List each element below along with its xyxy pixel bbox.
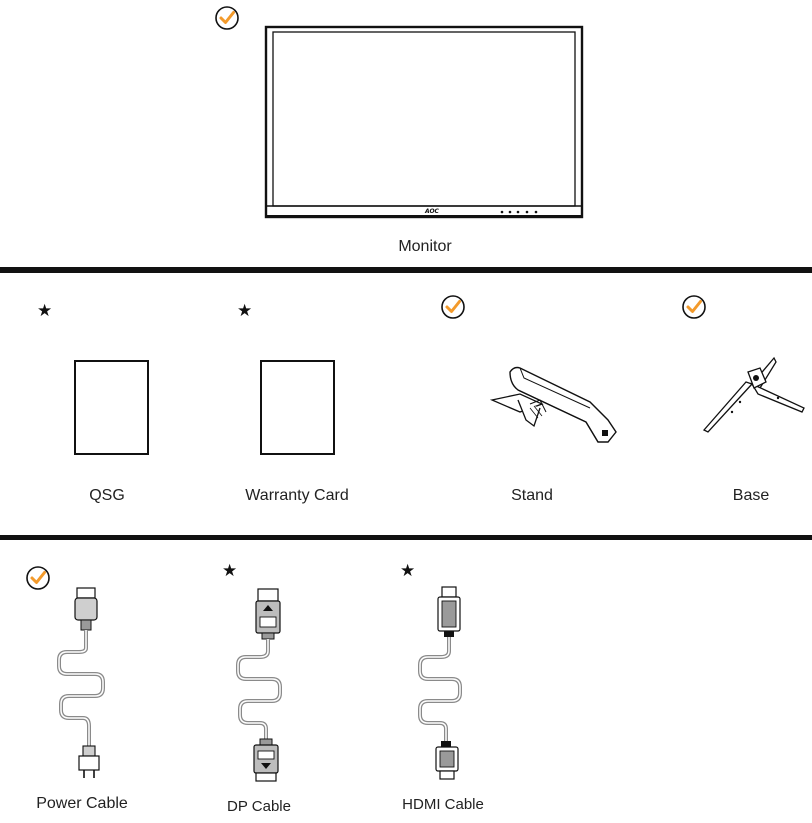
warranty-card-illustration bbox=[260, 360, 335, 455]
check-circle-icon bbox=[441, 295, 465, 319]
base-illustration bbox=[702, 356, 805, 433]
qsg-document-illustration bbox=[74, 360, 149, 455]
check-circle-icon bbox=[26, 566, 50, 590]
check-circle-icon bbox=[215, 6, 239, 30]
star-icon: ★ bbox=[400, 561, 416, 580]
check-circle-icon bbox=[682, 295, 706, 319]
section-divider-top bbox=[0, 267, 812, 273]
section-divider-bottom bbox=[0, 535, 812, 540]
hdmi-cable-label: HDMI Cable bbox=[402, 796, 484, 813]
dp-cable-illustration bbox=[236, 588, 282, 782]
warranty-card-label: Warranty Card bbox=[245, 487, 349, 504]
svg-text:AOC: AOC bbox=[424, 208, 440, 215]
monitor-label: Monitor bbox=[398, 238, 452, 255]
power-cable-illustration bbox=[57, 587, 105, 778]
stand-label: Stand bbox=[511, 487, 553, 504]
dp-cable-label: DP Cable bbox=[227, 798, 291, 815]
star-icon: ★ bbox=[37, 301, 53, 320]
star-icon: ★ bbox=[222, 561, 238, 580]
qsg-label: QSG bbox=[89, 487, 125, 504]
star-icon: ★ bbox=[237, 301, 253, 320]
monitor-illustration: AOC bbox=[264, 25, 584, 219]
hdmi-cable-illustration bbox=[418, 586, 462, 780]
base-label: Base bbox=[732, 487, 770, 504]
power-cable-label: Power Cable bbox=[36, 795, 128, 812]
stand-illustration bbox=[489, 366, 617, 443]
